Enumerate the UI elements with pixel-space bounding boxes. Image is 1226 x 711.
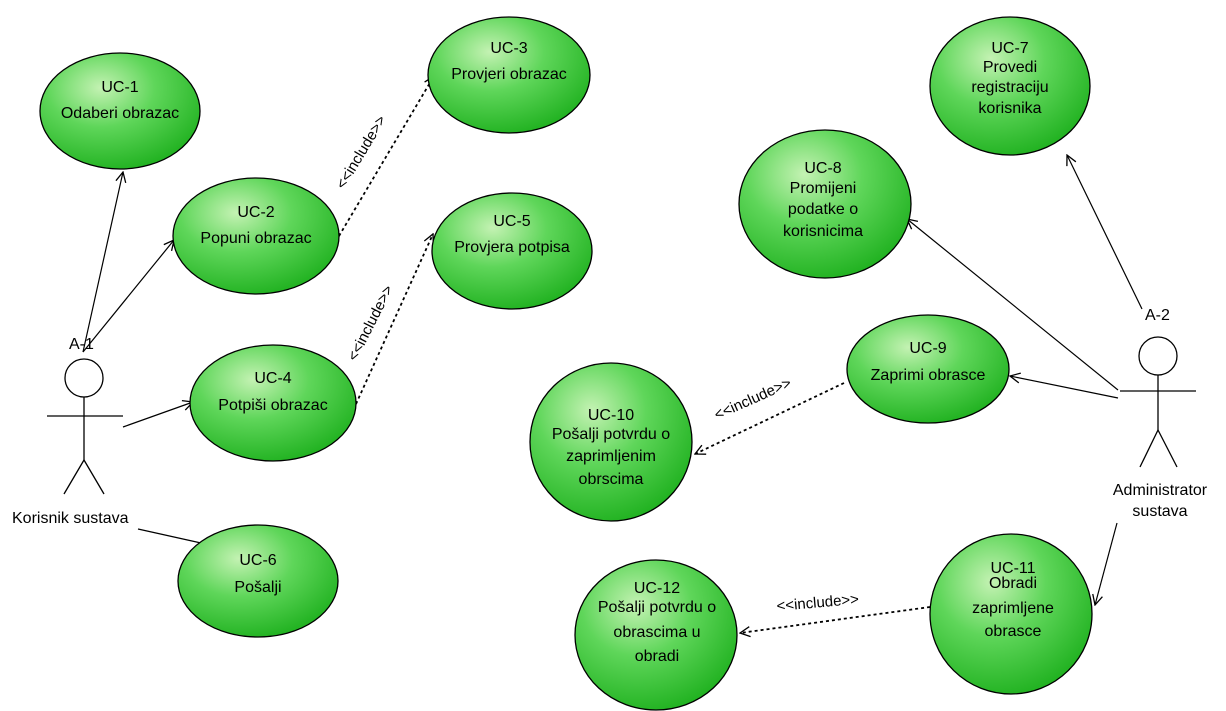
include-label-uc11-uc12: <<include>> [776, 591, 860, 615]
uc7-line1: Provedi [983, 59, 1037, 76]
uc3-id: UC-3 [490, 40, 527, 57]
include-uc4-uc5 [355, 234, 433, 405]
actor-figure-icon [47, 358, 123, 495]
include-label-uc9-uc10: <<include>> [712, 374, 795, 423]
assoc-a1-uc1 [82, 172, 123, 353]
actor-korisnik-sustava[interactable]: A-1 Korisnik sustava [12, 336, 129, 527]
uc1-title: Odaberi obrazac [61, 105, 179, 122]
uc11-id: UC-11 [990, 560, 1035, 577]
uc10-line3: obrscima [579, 471, 644, 488]
uc2-id: UC-2 [237, 204, 274, 221]
uc8-line1: Promijeni [790, 180, 857, 197]
use-case-uc11[interactable]: UC-11 Obradi zaprimljene obrasce [929, 533, 1093, 695]
uc7-line2: registraciju [971, 79, 1048, 96]
use-case-uc1[interactable]: UC-1 Odaberi obrazac [39, 52, 201, 170]
actor-a2-name-line2: sustava [1132, 503, 1187, 520]
assoc-a1-uc4 [122, 402, 193, 428]
uc7-id: UC-7 [991, 40, 1028, 57]
use-case-uc6[interactable]: UC-6 Pošalji [177, 524, 339, 638]
uc12-line3: obradi [635, 648, 679, 665]
uc6-title: Pošalji [234, 579, 281, 596]
include-uc2-uc3 [338, 76, 435, 237]
uc10-line2: zaprimljenim [566, 448, 656, 465]
assoc-a2-uc11 [1095, 522, 1118, 605]
use-case-uc2[interactable]: UC-2 Popuni obrazac [172, 177, 340, 295]
actor-a1-name: Korisnik sustava [12, 510, 129, 527]
use-case-uc12[interactable]: UC-12 Pošalji potvrdu o obrascima u obra… [574, 559, 738, 711]
uc1-id: UC-1 [101, 79, 138, 96]
uc8-id: UC-8 [804, 160, 841, 177]
actor-a2-id: A-2 [1145, 307, 1170, 324]
assoc-a2-uc9 [1010, 376, 1119, 399]
use-case-uc3[interactable]: UC-3 Provjeri obrazac [427, 16, 591, 134]
assoc-a2-uc7 [1067, 155, 1143, 310]
assoc-a2-uc8 [907, 219, 1119, 391]
actor-a1-id: A-1 [69, 336, 94, 353]
uc4-title: Potpiši obrazac [218, 397, 327, 414]
actor-administrator-sustava[interactable]: A-2 Administrator sustava [1113, 307, 1208, 520]
uc3-title: Provjeri obrazac [451, 66, 567, 83]
uc8-line2: podatke o [788, 201, 858, 218]
include-label-uc4-uc5: <<include>> [344, 282, 397, 364]
actor-a2-name-line1: Administrator [1113, 482, 1208, 499]
assoc-a1-uc2 [82, 240, 174, 353]
uc7-line3: korisnika [978, 100, 1041, 117]
uc5-id: UC-5 [493, 213, 530, 230]
use-case-uc8[interactable]: UC-8 Promijeni podatke o korisnicima [738, 129, 912, 279]
uc4-id: UC-4 [254, 370, 291, 387]
use-case-uc9[interactable]: UC-9 Zaprimi obrasce [846, 314, 1010, 424]
uc9-id: UC-9 [909, 340, 946, 357]
include-uc11-uc12 [740, 606, 931, 633]
use-case-uc10[interactable]: UC-10 Pošalji potvrdu o zaprimljenim obr… [529, 362, 693, 522]
uc11-line2: zaprimljene [972, 600, 1054, 617]
use-case-uc5[interactable]: UC-5 Provjera potpisa [431, 192, 593, 310]
use-case-uc4[interactable]: UC-4 Potpiši obrazac [189, 344, 357, 462]
uc10-line1: Pošalji potvrdu o [552, 426, 670, 443]
use-case-uc7[interactable]: UC-7 Provedi registraciju korisnika [929, 16, 1091, 156]
uc12-id: UC-12 [634, 580, 680, 597]
uc8-line3: korisnicima [783, 223, 863, 240]
uc6-id: UC-6 [239, 552, 276, 569]
uc10-id: UC-10 [588, 407, 634, 424]
uc11-line3: obrasce [985, 623, 1042, 640]
actor-figure-icon [1120, 336, 1196, 468]
uc2-title: Popuni obrazac [200, 230, 311, 247]
include-label-uc2-uc3: <<include>> [333, 112, 390, 192]
uc12-line2: obrascima u [613, 624, 700, 641]
connections [82, 76, 1143, 633]
uc5-title: Provjera potpisa [454, 239, 570, 256]
uc9-title: Zaprimi obrasce [871, 367, 986, 384]
uc11-line1: Obradi [989, 575, 1037, 592]
uc12-line1: Pošalji potvrdu o [598, 599, 716, 616]
